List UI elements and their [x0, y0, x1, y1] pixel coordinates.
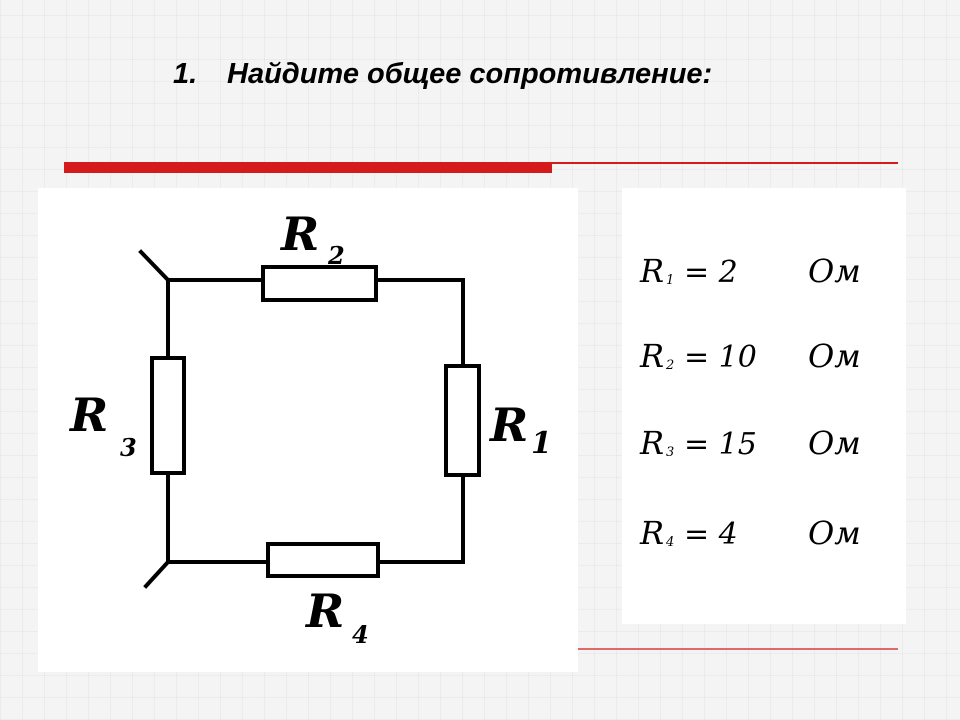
resistor-r4 — [266, 542, 380, 578]
label-r3-letter: R — [68, 388, 108, 442]
value-r4-amount: = 4 — [684, 517, 738, 552]
terminal-lead-bottom — [143, 559, 171, 589]
value-r3-subscript: 3 — [666, 445, 674, 460]
value-r2-amount: = 10 — [684, 340, 757, 375]
value-r2-unit: Ом — [808, 337, 861, 375]
label-r1-subscript: 1 — [531, 426, 552, 461]
terminal-lead-top — [138, 249, 171, 283]
title-divider-thin — [552, 162, 898, 164]
resistor-r3 — [150, 356, 186, 475]
task-number: 1. — [173, 58, 198, 90]
resistor-r1 — [444, 364, 481, 477]
label-r4-letter: R — [304, 584, 344, 638]
value-r1-unit: Ом — [808, 252, 861, 290]
resistor-r2 — [261, 265, 378, 302]
value-row-r4: R 4 = 4 Ом — [639, 514, 861, 552]
label-r3-subscript: 3 — [120, 433, 137, 462]
label-r1-letter: R — [488, 398, 528, 452]
value-r3-amount: = 15 — [684, 427, 757, 462]
task-text: Найдите общее сопротивление: — [227, 58, 713, 90]
value-r1-letter: R — [639, 252, 664, 290]
value-r1-subscript: 1 — [666, 273, 674, 288]
value-r2-letter: R — [639, 337, 664, 375]
value-row-r3: R 3 = 15 Ом — [639, 424, 861, 462]
title-divider-thick — [64, 162, 552, 173]
value-r4-subscript: 4 — [665, 535, 674, 550]
value-row-r1: R 1 = 2 Ом — [639, 252, 861, 290]
label-r2-letter: R — [279, 207, 319, 261]
bottom-divider — [578, 648, 898, 650]
label-r2-subscript: 2 — [327, 241, 345, 270]
values-panel — [622, 188, 906, 624]
label-r4-subscript: 4 — [352, 620, 369, 649]
value-r4-unit: Ом — [808, 514, 861, 552]
task-title: 1. Найдите общее сопротивление: — [173, 58, 712, 91]
value-r4-letter: R — [639, 514, 664, 552]
value-r2-subscript: 2 — [665, 358, 674, 373]
value-r1-amount: = 2 — [684, 255, 738, 290]
value-row-r2: R 2 = 10 Ом — [639, 337, 861, 375]
value-r3-letter: R — [639, 424, 664, 462]
value-r3-unit: Ом — [808, 424, 861, 462]
